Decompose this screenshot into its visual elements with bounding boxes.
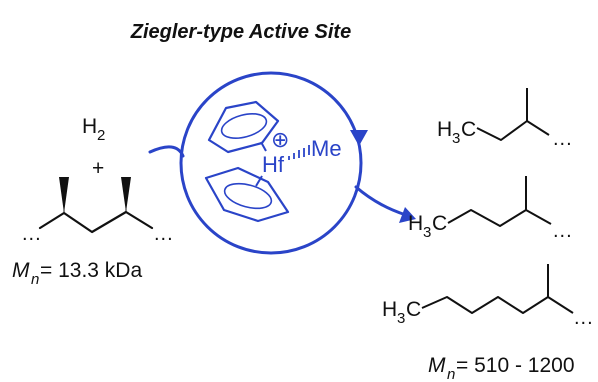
reactant-h2: H 2 (82, 115, 105, 144)
plus-sign: + (92, 157, 104, 180)
p1-formula-sub: 3 (452, 130, 460, 147)
pp-backbone (38, 210, 154, 234)
arrowhead-icon (399, 207, 416, 223)
p3-chain (421, 296, 574, 314)
curved-arrow-icon (354, 185, 408, 217)
p3-formula-sub: 3 (397, 310, 405, 327)
p2-formula-c: C (432, 212, 447, 235)
wedge-bond-icon (59, 177, 69, 213)
cycle-circle (179, 71, 363, 255)
p1-formula-h: H (437, 118, 452, 141)
h2-label-sub: 2 (97, 127, 105, 144)
cp-ring-top-outline (207, 100, 280, 154)
product-2: H 3 C ... (408, 176, 573, 242)
product-mn-symbol: M (428, 354, 446, 377)
cp-ring-bottom-outline (204, 166, 290, 223)
p1-formula-c: C (461, 118, 476, 141)
diagram-title: Ziegler-type Active Site (130, 21, 351, 43)
mn-value: = 13.3 kDa (40, 259, 142, 282)
catalytic-cycle (148, 71, 416, 255)
cp-ring-bottom (204, 166, 290, 223)
mn-symbol: M (12, 259, 30, 282)
product-3: H 3 C ... (382, 264, 594, 329)
reactant-mn-label: M n = 13.3 kDa (12, 259, 142, 288)
product-mn-value: = 510 - 1200 (456, 354, 575, 377)
p2-formula-sub: 3 (423, 224, 431, 241)
p2-dots: ... (553, 220, 573, 242)
wedge-bond-icon (121, 177, 131, 212)
entry-curve (148, 145, 185, 158)
p3-dots: ... (574, 307, 594, 329)
product-mn-label: M n = 510 - 1200 (428, 354, 575, 382)
pp-dots-right: ... (154, 223, 174, 245)
cp-ring-top-inner (220, 113, 268, 139)
p3-formula-c: C (406, 298, 421, 321)
p3-formula-h: H (382, 298, 397, 321)
mn-subscript: n (31, 271, 39, 288)
p2-chain (447, 209, 552, 227)
pp-dots-left: ... (22, 223, 42, 245)
hf-cp-bond-top (260, 141, 267, 152)
cp-ring-top (207, 100, 280, 154)
product-mn-subscript: n (447, 366, 455, 382)
cp-ring-bottom-inner (223, 182, 273, 210)
cycle-arrowhead-icon (350, 130, 368, 146)
hf-cp-bond-bottom (255, 175, 263, 187)
h2-label-h: H (82, 115, 97, 138)
polypropylene-structure (38, 177, 154, 234)
metal-hf: Hf (262, 152, 285, 177)
p2-formula-h: H (408, 212, 423, 235)
hashed-bond-icon (288, 145, 310, 160)
ligand-me: Me (311, 136, 342, 161)
p1-dots: ... (553, 128, 573, 150)
p1-chain (476, 120, 550, 141)
product-1: H 3 C ... (437, 88, 573, 150)
charge-plus-icon: ⊕ (271, 127, 289, 152)
